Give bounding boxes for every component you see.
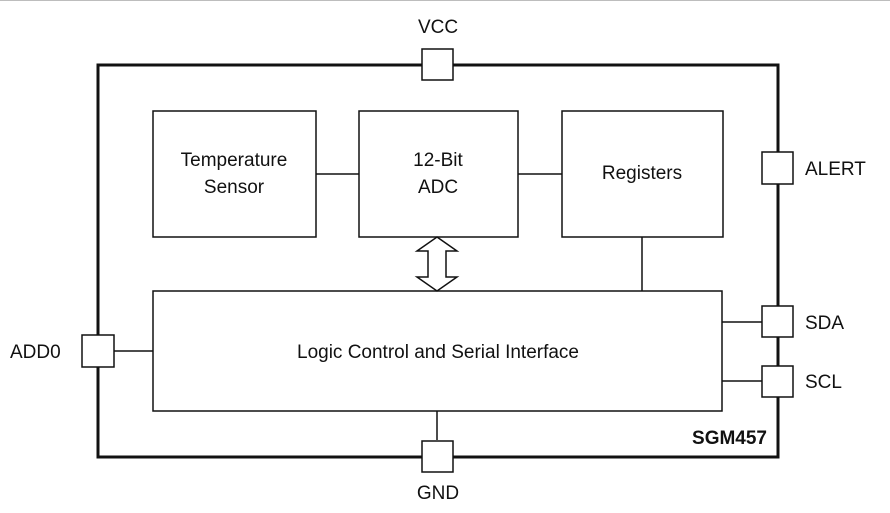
bidirectional-bus-arrow xyxy=(414,236,460,292)
sda-label: SDA xyxy=(805,313,844,334)
add0-pin xyxy=(81,334,115,368)
adc-block xyxy=(358,110,519,238)
temperature-sensor-block xyxy=(152,110,317,238)
vcc-pin xyxy=(421,48,454,81)
registers-block xyxy=(561,110,724,238)
add0-label: ADD0 xyxy=(10,342,61,363)
scl-pin xyxy=(761,365,794,398)
temperature-sensor-label-line1: Temperature xyxy=(181,150,288,171)
logic-control-label: Logic Control and Serial Interface xyxy=(297,342,579,363)
sda-pin xyxy=(761,305,794,338)
part-number-label: SGM457 xyxy=(692,428,767,449)
gnd-label: GND xyxy=(417,483,459,504)
top-rule xyxy=(0,0,890,1)
alert-label: ALERT xyxy=(805,159,866,180)
vcc-label: VCC xyxy=(418,17,458,38)
temperature-sensor-label-line2: Sensor xyxy=(204,177,265,198)
registers-label: Registers xyxy=(602,163,682,184)
alert-pin xyxy=(761,151,794,185)
scl-label: SCL xyxy=(805,372,842,393)
adc-label-line1: 12-Bit xyxy=(413,150,463,171)
adc-label-line2: ADC xyxy=(418,177,458,198)
logic-control-block xyxy=(152,290,723,412)
gnd-pin xyxy=(421,440,454,473)
